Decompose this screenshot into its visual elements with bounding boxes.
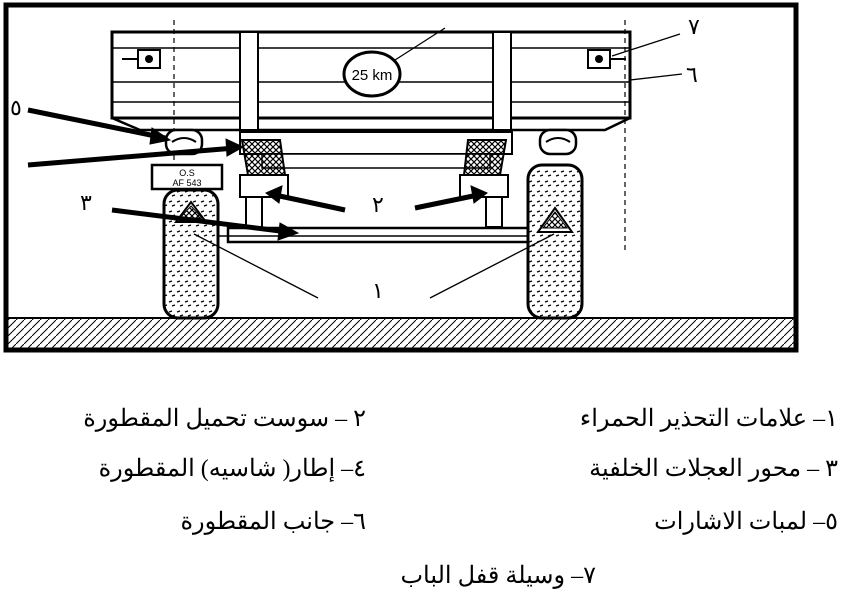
signal-lamp-right xyxy=(538,128,578,156)
door-lock-left xyxy=(122,49,161,69)
legend-item-2: ٢ – سوست تحميل المقطورة xyxy=(83,406,366,432)
chassis-frame xyxy=(200,131,545,244)
callout-1: ١ xyxy=(372,278,384,303)
right-wheel xyxy=(526,163,584,320)
body-posts xyxy=(239,31,512,131)
legend-item-7: ٧– وسيلة قفل الباب xyxy=(400,563,596,589)
load-spring-right xyxy=(459,139,509,228)
legend-item-3: ٣ – محور العجلات الخلفية xyxy=(589,456,838,482)
arrow-to-left-lamp xyxy=(27,107,166,141)
trailer-rear-diagram: 25 km O.S AF 543 xyxy=(3,2,799,353)
arrow-spring-left xyxy=(274,192,346,213)
legend-item-6: ٦– جانب المقطورة xyxy=(180,509,366,535)
callout-7: ٧ xyxy=(688,14,700,39)
license-plate: O.S AF 543 xyxy=(150,163,224,191)
callout-2: ٢ xyxy=(372,192,384,217)
speed-limit-text: 25 km xyxy=(352,67,393,84)
callout-6: ٦ xyxy=(686,62,698,87)
legend-item-4: ٤– إطار( شاسيه) المقطورة xyxy=(98,456,366,482)
speed-limit-badge: 25 km xyxy=(342,50,402,98)
plate-line-1: O.S xyxy=(179,168,195,178)
legend-item-1: ١– علامات التحذير الحمراء xyxy=(579,406,838,432)
arrow-spring-right xyxy=(414,192,479,211)
callout-3: ٣ xyxy=(80,190,92,215)
arrow-to-left-spring xyxy=(27,145,236,168)
callout-5: ٥ xyxy=(10,95,22,120)
ground-hatching xyxy=(8,317,794,348)
legend-item-5: ٥– لمبات الاشارات xyxy=(654,509,838,535)
pointer-arrows xyxy=(27,107,488,241)
leader-lines xyxy=(193,27,683,299)
arrow-to-axle xyxy=(111,207,289,235)
door-lock-right xyxy=(587,49,626,69)
plate-line-2: AF 543 xyxy=(172,178,201,188)
left-wheel xyxy=(162,188,220,320)
